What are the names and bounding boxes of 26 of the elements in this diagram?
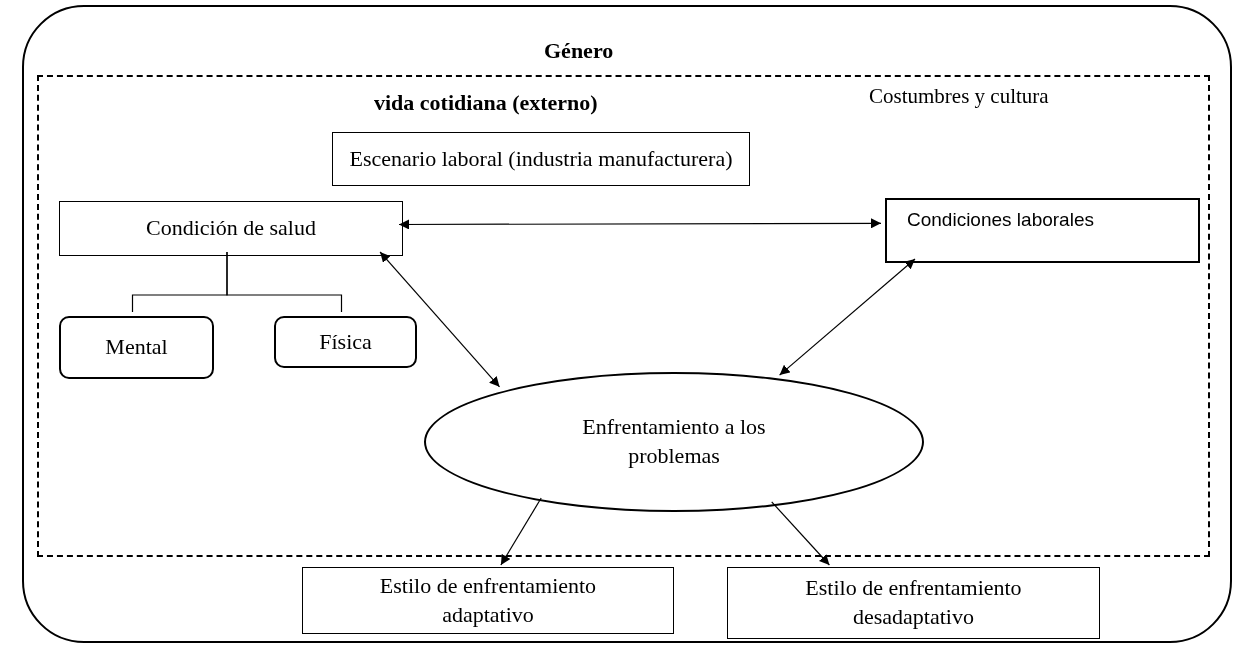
- arrow: [779, 258, 916, 376]
- node-text: Física: [319, 327, 372, 356]
- process-box: [727, 567, 1100, 639]
- connector-line: [226, 251, 343, 313]
- node-text: Estilo de enfrentamiento desadaptativo: [804, 574, 1023, 631]
- process-box: [59, 201, 403, 256]
- frame-heading: vida cotidiana (externo): [374, 89, 598, 117]
- node-text: Condiciones laborales: [907, 208, 1094, 232]
- process-box: [885, 198, 1200, 263]
- arrow: [398, 218, 882, 230]
- arrow: [771, 501, 830, 566]
- rounded-frame: [22, 5, 1232, 643]
- process-box: [332, 132, 750, 186]
- node-text: Condición de salud: [146, 214, 316, 243]
- rounded-box: [59, 316, 214, 379]
- node-text: Enfrentamiento a los problemas: [581, 413, 767, 470]
- rounded-box: [274, 316, 417, 368]
- node-text: Estilo de enfrentamiento adaptativo: [378, 571, 598, 629]
- node-text: Mental: [105, 333, 168, 362]
- frame-heading: Género: [544, 37, 614, 65]
- frame-subheading: Costumbres y cultura: [869, 83, 1049, 110]
- arrow: [500, 497, 542, 566]
- process-box: [302, 567, 674, 634]
- arrow: [379, 251, 501, 388]
- dashed-frame: [37, 75, 1210, 557]
- node-text: Escenario laboral (industria manufacturera): [349, 144, 733, 173]
